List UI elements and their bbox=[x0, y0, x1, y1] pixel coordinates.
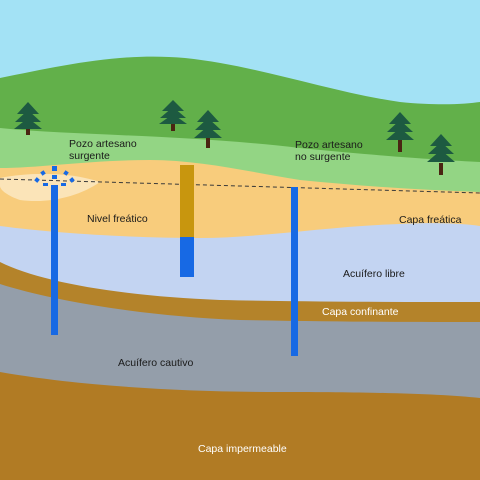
pine-tree-icon bbox=[14, 102, 42, 135]
pine-tree-icon bbox=[194, 110, 222, 148]
impermeable-layer-label: Capa impermeable bbox=[198, 443, 287, 455]
label-line: no surgente bbox=[295, 151, 351, 163]
spring-glow bbox=[0, 173, 100, 202]
water-table-layer-label: Capa freática bbox=[399, 214, 462, 226]
confining-layer-label: Capa confinante bbox=[322, 306, 399, 318]
unconfined-aquifer-label: Acuífero libre bbox=[343, 268, 405, 280]
non-flowing-well-pipe bbox=[291, 187, 298, 356]
pine-tree-icon bbox=[427, 134, 455, 175]
label-line: surgente bbox=[69, 150, 110, 162]
impermeable-layer bbox=[0, 372, 480, 480]
confined-aquifer-label: Acuífero cautivo bbox=[118, 357, 194, 369]
water-table-level-label: Nivel freático bbox=[87, 213, 148, 225]
flowing-well-pipe bbox=[51, 185, 58, 335]
label-line: Pozo artesano bbox=[295, 139, 363, 151]
observation-well-water bbox=[180, 237, 194, 277]
artesian-non-flowing-well-label: Pozo artesano no surgente bbox=[295, 139, 363, 163]
water-spray-icon bbox=[34, 166, 75, 186]
pine-tree-icon bbox=[159, 100, 187, 131]
label-line: Pozo artesano bbox=[69, 138, 137, 150]
observation-well-dry bbox=[180, 165, 194, 237]
piezometric-dashed-line bbox=[0, 178, 480, 194]
pine-tree-icon bbox=[386, 112, 414, 152]
artesian-flowing-well-label: Pozo artesano surgente bbox=[69, 138, 137, 162]
